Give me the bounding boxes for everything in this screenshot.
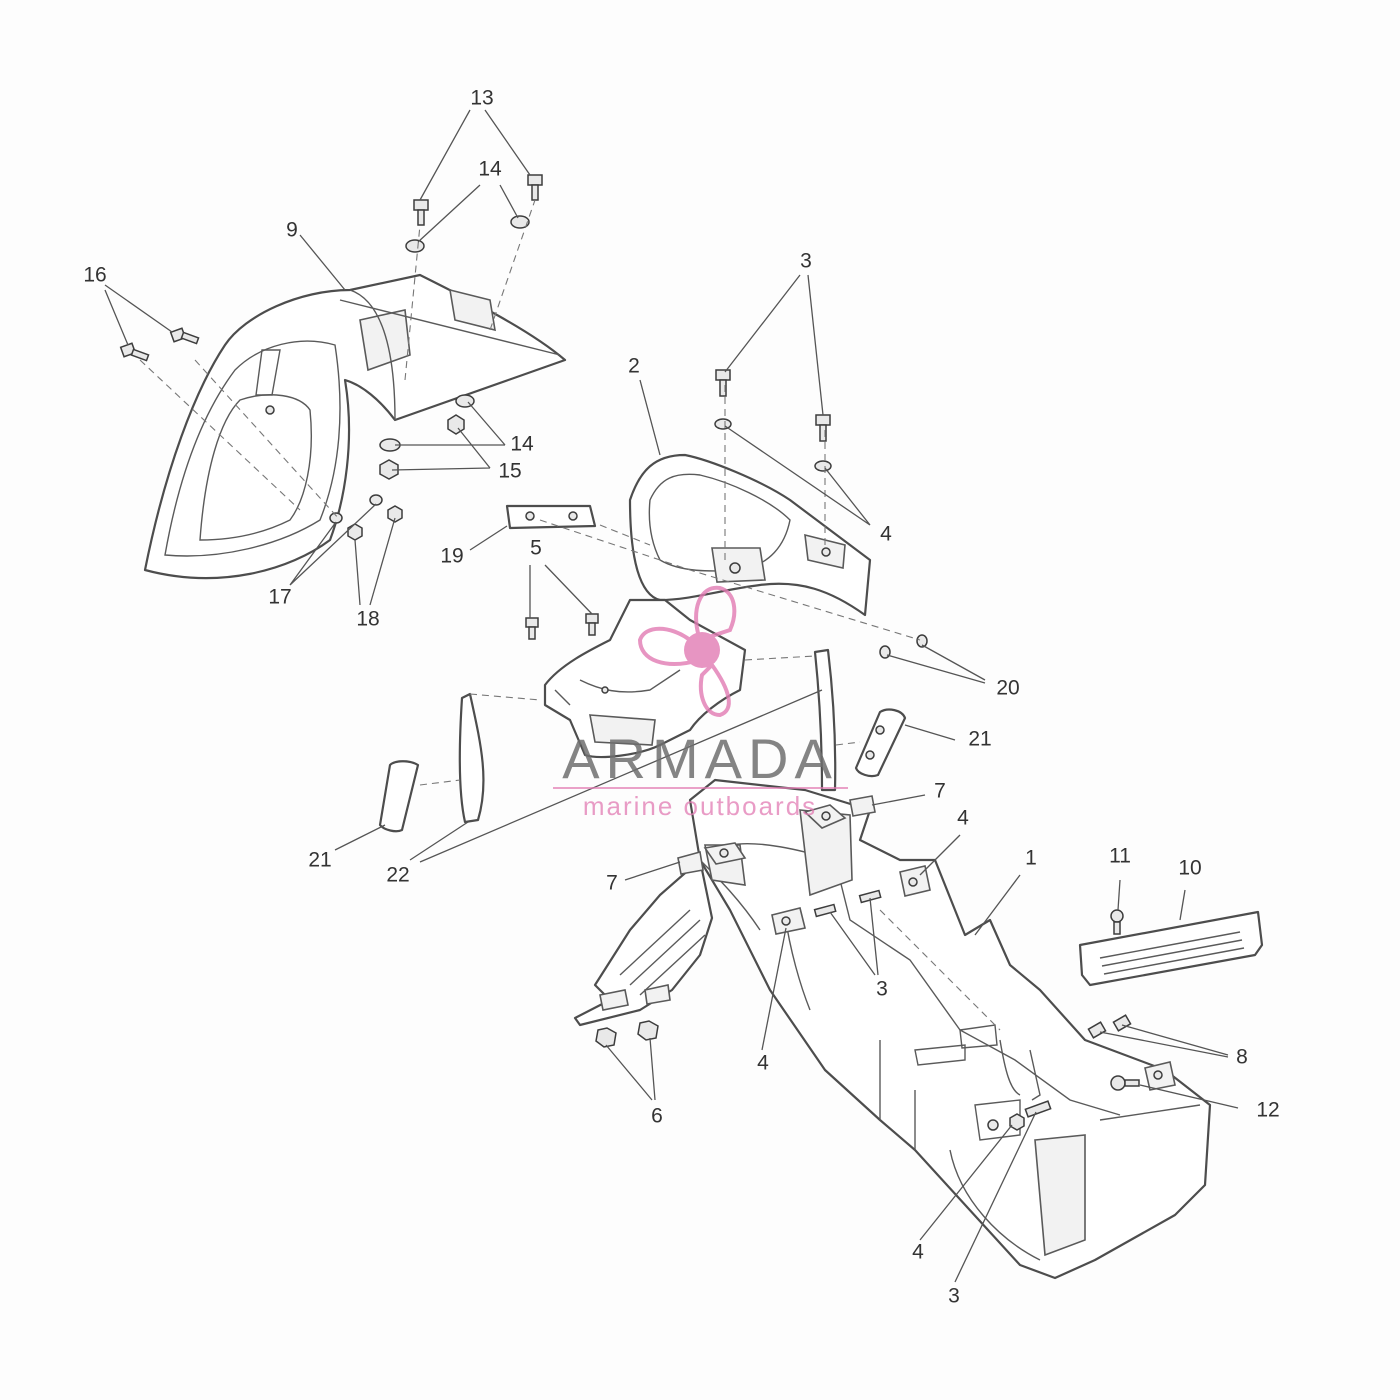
callout-4-lower: 4	[757, 1052, 769, 1075]
clip-6-left	[595, 1027, 617, 1048]
callout-4-bottom: 4	[912, 1241, 924, 1264]
callout-11: 11	[1109, 845, 1131, 868]
bolt-5-right	[585, 613, 599, 636]
hardware-20	[879, 634, 928, 659]
part-2-upper-cover	[628, 453, 872, 617]
callout-3-top: 3	[800, 250, 812, 273]
callout-18: 18	[356, 608, 379, 631]
screw-12	[1110, 1075, 1140, 1091]
callout-13: 13	[470, 87, 493, 110]
callout-21-left: 21	[308, 849, 331, 872]
callout-labels: 13 14 9 16 3 2 14 15 4 19 5 17 18 20 21 …	[83, 87, 1279, 1308]
hardware-part-9	[119, 174, 543, 541]
callout-3-bottom: 3	[948, 1285, 960, 1308]
bolt-3-mid-a	[813, 903, 837, 918]
callout-10: 10	[1178, 857, 1201, 880]
callout-19: 19	[440, 545, 463, 568]
washer-14-right	[510, 215, 530, 229]
callout-15: 15	[498, 460, 521, 483]
clip-8-pair	[1087, 1014, 1132, 1039]
leader-lines	[104, 109, 1239, 1283]
callout-7-lower: 7	[606, 872, 618, 895]
bolt-13-right	[527, 174, 543, 201]
callout-2: 2	[628, 355, 640, 378]
nut-15-b	[379, 459, 399, 480]
part-21-pad-left	[378, 760, 420, 833]
nut-18-a	[347, 523, 363, 541]
callout-14-top: 14	[478, 158, 502, 181]
nut-18-b	[387, 505, 403, 523]
bolt-3-rear	[1024, 1100, 1052, 1118]
clip-7-lower	[677, 850, 704, 875]
hardware-part-1	[595, 795, 1140, 1131]
callout-14-lower: 14	[510, 433, 534, 456]
propeller-logo-icon	[637, 585, 737, 718]
part-22-strap-right	[813, 648, 837, 792]
callout-22: 22	[386, 864, 409, 887]
part-22-strap-left	[458, 692, 485, 824]
callout-16: 16	[83, 264, 106, 287]
bolt-5-left	[525, 617, 539, 640]
callout-4-top: 4	[880, 523, 892, 546]
washer-4-left	[714, 418, 732, 430]
part-1-side-panel	[573, 858, 714, 1027]
callout-17: 17	[268, 586, 291, 609]
screw-11	[1110, 909, 1124, 935]
washer-14-left	[405, 239, 425, 253]
washer-4-rear	[1009, 1113, 1025, 1131]
callout-20: 20	[996, 677, 1019, 700]
callout-5: 5	[530, 537, 542, 560]
watermark: ARMADA marine outboards	[553, 585, 848, 821]
clip-7-upper	[849, 795, 876, 817]
callout-7-upper: 7	[934, 780, 946, 803]
bolt-3-left	[715, 369, 731, 397]
part-21-pad-right	[854, 708, 907, 778]
nut-15-a	[447, 414, 465, 435]
callout-12: 12	[1256, 1099, 1279, 1122]
bolt-3-mid-b	[858, 889, 882, 904]
callout-4-mid: 4	[957, 807, 969, 830]
callout-9: 9	[286, 219, 298, 242]
washer-17-b	[369, 494, 383, 506]
watermark-tagline: marine outboards	[583, 791, 817, 821]
callout-6: 6	[651, 1105, 663, 1128]
clip-20-a	[916, 634, 928, 648]
hardware-part-2	[714, 369, 832, 472]
watermark-brand: ARMADA	[562, 727, 838, 790]
callout-21-right: 21	[968, 728, 991, 751]
hardware-bracket-5	[525, 613, 599, 640]
bolt-3-right	[815, 414, 831, 442]
callout-8: 8	[1236, 1046, 1248, 1069]
bolt-13-left	[413, 199, 429, 226]
clip-6-right	[637, 1020, 659, 1041]
bolt-16-upper	[169, 327, 200, 345]
part-10-vent-grille	[1078, 910, 1264, 987]
washer-17-a	[329, 512, 343, 524]
washer-4-right	[814, 460, 832, 472]
clip-20-b	[879, 645, 891, 659]
callout-3-mid: 3	[876, 978, 888, 1001]
part-19-plate	[505, 504, 597, 530]
assembly-dash-lines	[139, 199, 1001, 1031]
bolt-16-lower	[119, 342, 150, 362]
part-1-main-tray	[688, 778, 1212, 1280]
callout-1: 1	[1025, 847, 1037, 870]
part-9-rear-fender-cover	[143, 273, 567, 580]
